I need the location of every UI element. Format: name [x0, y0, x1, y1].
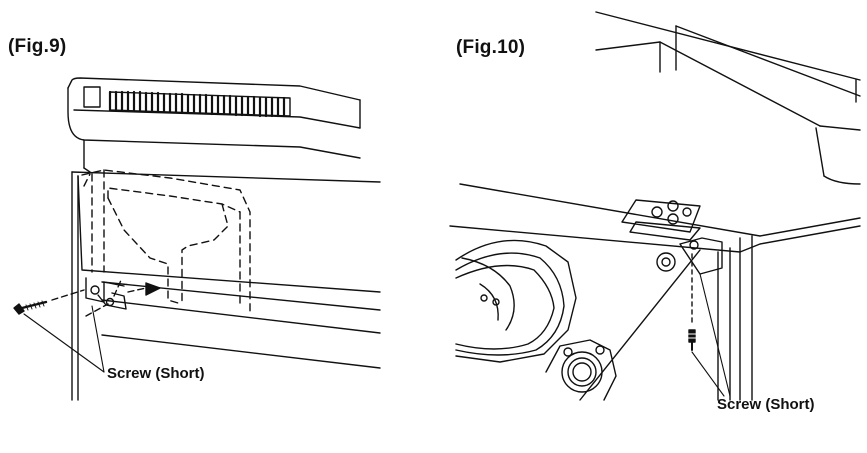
fig9-screw: [13, 300, 48, 315]
fig10-bracket: [656, 237, 723, 275]
fig10-lid: [595, 11, 861, 185]
fig9-leader-lines: [23, 305, 105, 373]
fig9-insertion-arrows: [51, 277, 147, 317]
fig9-screw-callout: Screw (Short): [107, 365, 205, 382]
fig9-arrowhead: [145, 282, 161, 296]
fig9-drawing: [13, 77, 381, 401]
fig10-connector-panel: [621, 199, 701, 241]
fig10-drawing: [449, 11, 861, 401]
fig10-leader-lines: [691, 273, 731, 397]
fig10-title: (Fig.10): [456, 37, 526, 58]
fig9-top-lid: [67, 77, 361, 169]
fig10-cabinet: [449, 183, 861, 401]
fig9-hidden-board: [81, 169, 251, 313]
fig9-bracket: [85, 277, 127, 310]
fig9-title: (Fig.9): [8, 36, 67, 57]
fig10-large-speaker: [455, 239, 577, 363]
fig10-screw: [687, 253, 697, 351]
fig10-screw-callout: Screw (Short): [717, 396, 815, 413]
fig10-tweeter: [545, 339, 617, 401]
